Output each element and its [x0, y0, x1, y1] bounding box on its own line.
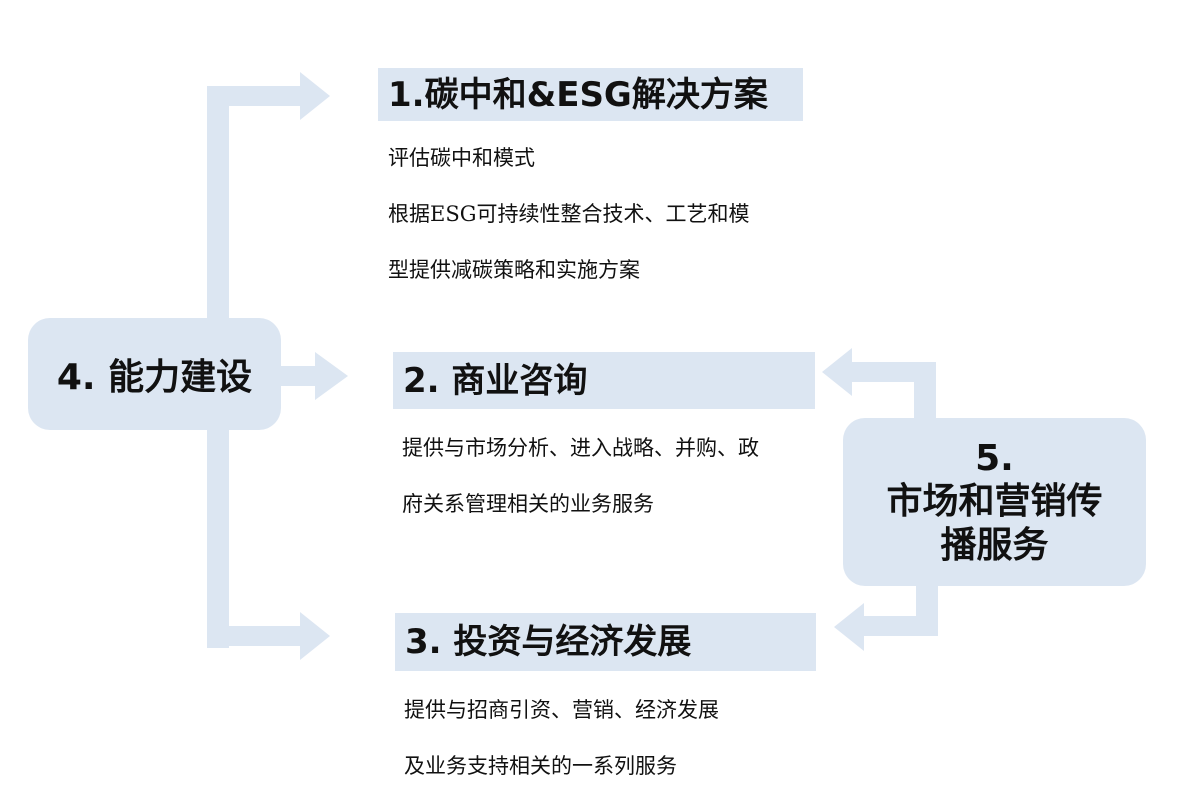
- arrow-shaft-1: [207, 86, 302, 106]
- arrowhead-to-3: [834, 603, 864, 651]
- capability-building-box: 4. 能力建设: [28, 318, 281, 430]
- section-1-line-2: 根据ESG可持续性整合技术、工艺和模: [388, 202, 750, 226]
- section-2-title-text: 2. 商业咨询: [403, 360, 588, 401]
- section-1-description: 评估碳中和模式 根据ESG可持续性整合技术、工艺和模 型提供减碳策略和实施方案: [388, 148, 750, 316]
- section-1-title: 1.碳中和&ESG解决方案: [378, 68, 803, 121]
- arrowhead-2: [315, 352, 348, 400]
- right-down-shaft: [864, 616, 938, 636]
- right-up-shaft: [852, 362, 936, 382]
- arrowhead-3: [300, 612, 330, 660]
- arrow-shaft-3: [207, 626, 302, 646]
- section-1-title-text: 1.碳中和&ESG解决方案: [388, 74, 768, 115]
- section-1-line-3: 型提供减碳策略和实施方案: [388, 258, 640, 282]
- section-2-line-2: 府关系管理相关的业务服务: [402, 492, 654, 516]
- section-1-line-1: 评估碳中和模式: [388, 146, 535, 170]
- arrow-shaft-2: [281, 366, 317, 386]
- section-2-description: 提供与市场分析、进入战略、并购、政 府关系管理相关的业务服务: [402, 438, 759, 550]
- section-2-title: 2. 商业咨询: [393, 352, 815, 409]
- marketing-services-line-2: 播服务: [940, 524, 1049, 566]
- section-3-title-text: 3. 投资与经济发展: [405, 622, 692, 662]
- marketing-services-line-1: 市场和营销传: [886, 481, 1103, 523]
- marketing-services-number: 5.: [975, 438, 1014, 480]
- trunk-lower: [207, 426, 229, 648]
- section-3-title: 3. 投资与经济发展: [395, 613, 816, 671]
- trunk-upper: [207, 86, 229, 322]
- arrowhead-to-2: [822, 348, 852, 396]
- capability-building-label: 4. 能力建设: [56, 357, 253, 398]
- section-3-description: 提供与招商引资、营销、经济发展 及业务支持相关的一系列服务: [404, 700, 719, 812]
- arrowhead-1: [300, 72, 330, 120]
- section-2-line-1: 提供与市场分析、进入战略、并购、政: [402, 436, 759, 460]
- marketing-services-box: 5. 市场和营销传 播服务: [843, 418, 1146, 586]
- section-3-line-1: 提供与招商引资、营销、经济发展: [404, 698, 719, 722]
- section-3-line-2: 及业务支持相关的一系列服务: [404, 754, 677, 778]
